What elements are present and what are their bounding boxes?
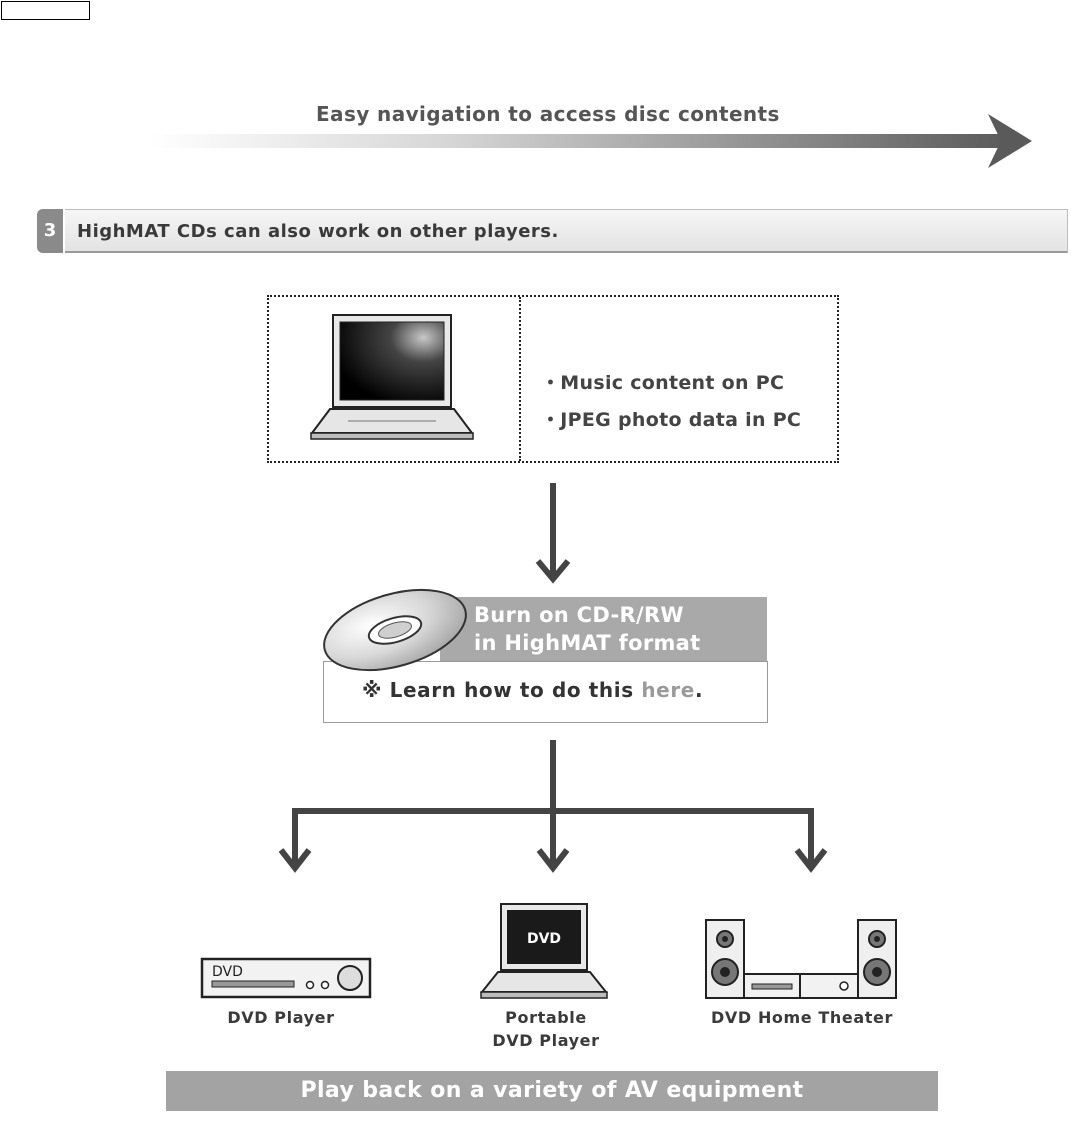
- learn-box: [323, 661, 768, 723]
- dvd-player-badge: DVD: [212, 964, 243, 980]
- section-title: HighMAT CDs can also work on other playe…: [77, 221, 559, 242]
- portable-label-line-1: Portable: [505, 1008, 587, 1027]
- portable-screen-text: DVD: [527, 931, 561, 947]
- portable-dvd-label: Portable DVD Player: [466, 1006, 626, 1052]
- burn-line-2: in HighMAT format: [474, 631, 701, 655]
- portable-dvd-icon: DVD: [479, 903, 609, 999]
- pc-item-music: ・Music content on PC: [541, 372, 785, 394]
- branch-arrows-icon: [278, 740, 828, 873]
- portable-label-line-2: DVD Player: [492, 1031, 600, 1050]
- home-theater-label: DVD Home Theater: [711, 1008, 893, 1027]
- dvd-player-icon: DVD: [200, 957, 372, 999]
- top-left-box: [1, 1, 90, 20]
- learn-here-link[interactable]: here: [641, 678, 695, 702]
- burn-line-1: Burn on CD-R/RW: [474, 603, 684, 627]
- pc-panel: [267, 295, 839, 463]
- laptop-icon: [310, 314, 474, 440]
- learn-suffix: .: [694, 678, 704, 702]
- learn-prefix: ※ Learn how to do this: [362, 678, 642, 702]
- section-header-bar: [37, 209, 1068, 253]
- cd-disc-icon: [323, 588, 467, 672]
- playback-banner: Play back on a variety of AV equipment: [166, 1071, 938, 1111]
- down-arrow-icon: [535, 483, 571, 584]
- pc-panel-divider: [519, 297, 521, 461]
- learn-text: ※ Learn how to do this here.: [362, 678, 703, 702]
- navigation-caption: Easy navigation to access disc contents: [316, 102, 780, 126]
- burn-banner: Burn on CD-R/RW in HighMAT format: [440, 597, 767, 661]
- pc-item-jpeg: ・JPEG photo data in PC: [541, 409, 802, 431]
- dvd-player-label: DVD Player: [227, 1008, 335, 1027]
- home-theater-icon: [705, 919, 897, 999]
- section-number: 3: [37, 209, 65, 253]
- navigation-arrow-icon: [150, 114, 1032, 168]
